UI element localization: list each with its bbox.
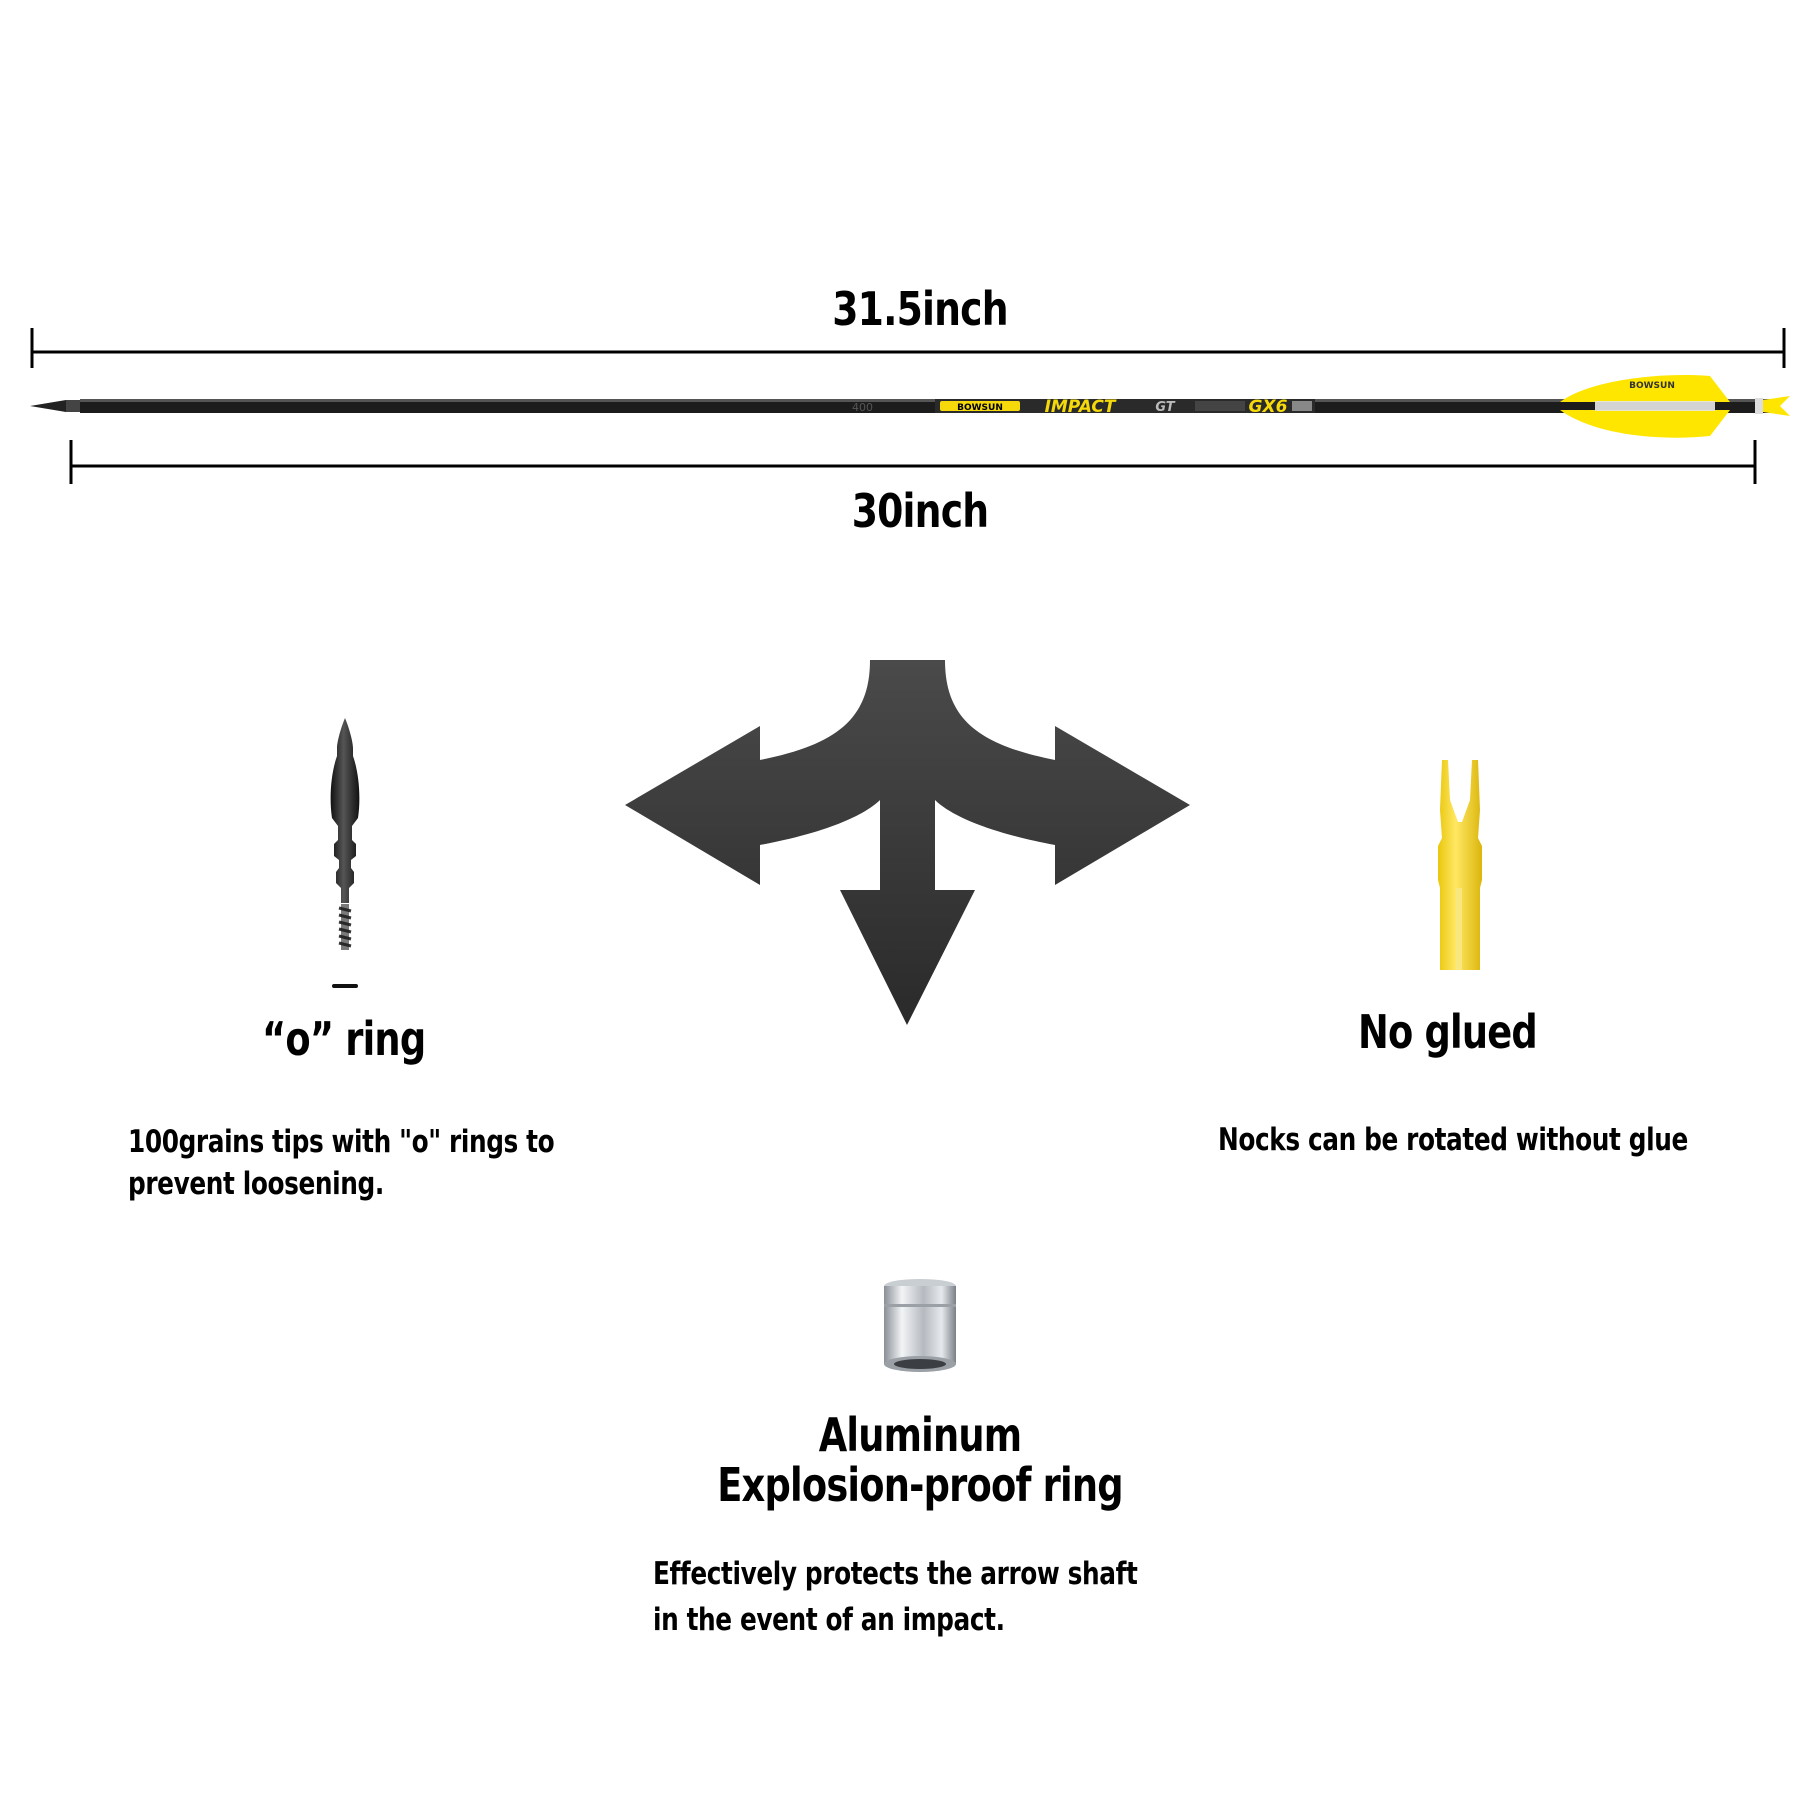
- insert-feature-desc-line2: in the event of an impact.: [653, 1602, 1005, 1638]
- shaft-code-text: GX6: [1249, 397, 1288, 417]
- o-ring-icon: [332, 984, 358, 988]
- fletch-brand-text: BOWSUN: [1629, 381, 1675, 391]
- arrow-nock: [1763, 396, 1790, 416]
- arrow-shaft: [80, 399, 1770, 413]
- field-point-icon: [325, 718, 365, 988]
- tip-feature-desc-line2: prevent loosening.: [128, 1166, 384, 1202]
- insert-feature-title-line1: Aluminum: [818, 1408, 1022, 1462]
- three-way-arrow-icon: [625, 660, 1190, 1025]
- shaft-series-text: GT: [1155, 400, 1175, 415]
- shaft-length-dimension: [67, 440, 1759, 484]
- total-length-label: 31.5inch: [832, 282, 1008, 336]
- total-length-dimension: [28, 328, 1788, 368]
- shaft-brand-text: BOWSUN: [957, 403, 1003, 413]
- shaft-length-label: 30inch: [851, 484, 989, 538]
- spine-marking: 400: [852, 401, 873, 414]
- fletch-bottom: [1560, 410, 1730, 438]
- shaft-model-text: IMPACT: [1045, 397, 1117, 417]
- aluminum-ring-icon: [880, 1278, 960, 1374]
- dimension-line-bottom-icon: [69, 440, 1757, 484]
- fletch-top: [1560, 375, 1730, 402]
- tip-feature-desc-line1: 100grains tips with "o" rings to: [128, 1124, 555, 1160]
- insert-feature-title-line2: Explosion-proof ring: [717, 1458, 1123, 1512]
- insert-feature-desc-line1: Effectively protects the arrow shaft: [653, 1556, 1138, 1592]
- tip-feature-title: “o” ring: [262, 1012, 426, 1066]
- nock-feature-desc: Nocks can be rotated without glue: [1218, 1122, 1688, 1158]
- arrow-illustration: 400 BOWSUN IMPACT GT GX6 BOWSUN: [30, 374, 1790, 444]
- nock-icon: [1430, 760, 1490, 980]
- dimension-line-top-icon: [30, 328, 1786, 368]
- nock-feature-title: No glued: [1358, 1005, 1538, 1059]
